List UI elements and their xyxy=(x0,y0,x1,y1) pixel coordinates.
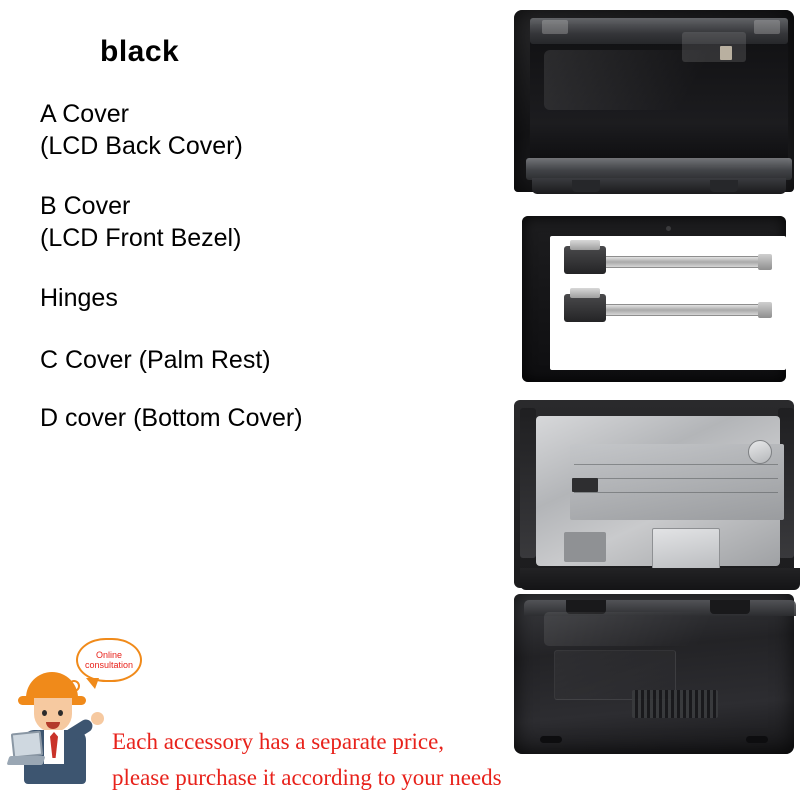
photo-b-cover xyxy=(508,210,800,388)
hinge-bracket-top xyxy=(564,246,606,274)
rubber-foot-right xyxy=(746,736,768,743)
a-cover-highlight xyxy=(544,50,772,110)
label-c-cover: C Cover (Palm Rest) xyxy=(40,346,271,374)
bubble-line-1: Online xyxy=(95,649,122,660)
c-cover-side-left xyxy=(520,408,536,558)
a-cover-shell xyxy=(514,10,794,194)
a-cover-hinge-tab-left xyxy=(572,180,600,192)
hinge-bracket-bottom xyxy=(564,294,606,322)
hinge-rail-top xyxy=(602,256,772,268)
a-cover-inner-panel xyxy=(530,24,788,166)
a-cover-hinge-tab-right xyxy=(710,180,738,192)
b-cover-bezel-frame xyxy=(522,216,786,382)
webcam-hole-icon xyxy=(666,226,671,231)
hinge-plate-bottom xyxy=(570,288,600,298)
online-consultation-bubble: Online consultation xyxy=(76,638,142,689)
label-hinges: Hinges xyxy=(40,284,118,312)
label-d-cover: D cover (Bottom Cover) xyxy=(40,404,303,432)
touchpad-area xyxy=(652,528,720,572)
d-cover-hinge-notch-left xyxy=(566,600,606,614)
keyboard-row-line-2 xyxy=(574,478,778,479)
a-cover-hinge-bar xyxy=(526,158,792,180)
hinge-plate-top xyxy=(570,240,600,250)
consultant-mascot: Online consultation xyxy=(6,636,142,786)
laptop-base xyxy=(6,756,46,765)
label-b-cover: B Cover (LCD Front Bezel) xyxy=(40,192,242,252)
mascot-hand xyxy=(91,712,104,725)
parts-label-list: black A Cover (LCD Back Cover) B Cover (… xyxy=(40,34,490,434)
c-cover-sticker xyxy=(572,478,598,492)
a-cover-corner-right xyxy=(754,20,780,34)
promo-line-2: please purchase it according to your nee… xyxy=(112,764,502,790)
rubber-foot-left xyxy=(540,736,562,743)
c-cover-shell xyxy=(514,400,800,590)
d-cover-highlight xyxy=(544,612,774,646)
a-cover-bottom-edge xyxy=(532,178,786,194)
part-photo-column xyxy=(508,0,800,800)
c-cover-front-lip xyxy=(520,568,800,590)
c-cover-port-cutout xyxy=(564,532,606,562)
mascot-eye-left xyxy=(42,710,47,716)
mascot-mouth xyxy=(46,722,60,729)
hinge-rail-bottom xyxy=(602,304,772,316)
a-cover-label-chip xyxy=(720,46,732,60)
keyboard-row-line-1 xyxy=(574,464,778,465)
c-cover-inner-plate xyxy=(536,416,784,572)
promo-notice: Each accessory has a separate price, ple… xyxy=(112,724,772,795)
hinge-end-bottom xyxy=(758,302,772,318)
power-button xyxy=(748,440,772,464)
d-cover-hinge-notch-right xyxy=(710,600,750,614)
laptop-icon xyxy=(10,730,44,759)
bubble-line-2: consultation xyxy=(84,660,134,670)
mascot-eye-right xyxy=(58,710,63,716)
color-title: black xyxy=(100,35,180,68)
mascot-tie xyxy=(50,732,58,758)
label-a-cover: A Cover (LCD Back Cover) xyxy=(40,100,243,160)
promo-line-1: Each accessory has a separate price, xyxy=(112,729,445,754)
photo-a-cover xyxy=(508,6,800,196)
a-cover-top-strip xyxy=(530,18,788,44)
photo-c-cover xyxy=(508,396,800,592)
a-cover-corner-left xyxy=(542,20,568,34)
d-cover-shell xyxy=(514,594,796,754)
hinge-end-top xyxy=(758,254,772,270)
ventilation-grille xyxy=(632,690,718,718)
a-cover-antenna-pad xyxy=(682,32,746,62)
photo-d-cover xyxy=(508,590,800,760)
keyboard-row-line-3 xyxy=(574,492,778,493)
